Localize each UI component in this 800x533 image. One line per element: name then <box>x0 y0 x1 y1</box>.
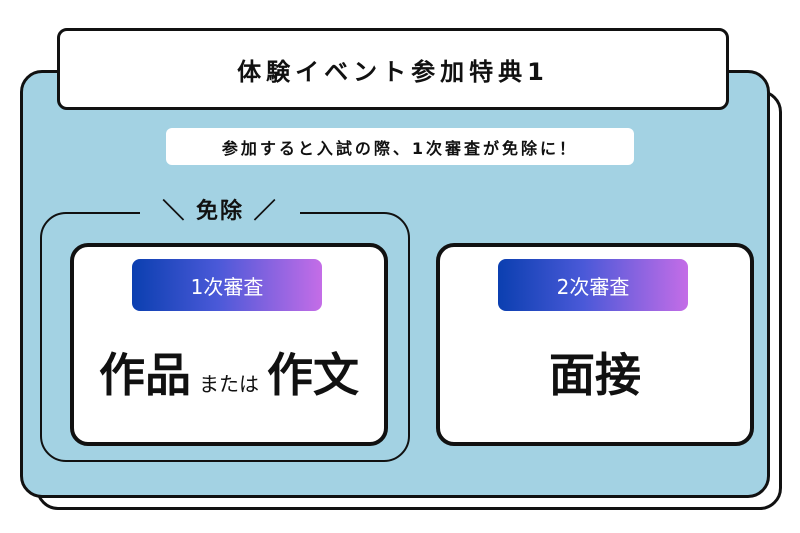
work-label: 作品 <box>99 348 191 402</box>
exemption-label: ＼ 免除 ／ <box>140 192 300 226</box>
first-screening-content: 作品 または 作文 <box>74 339 384 405</box>
title-box: 体験イベント参加特典1 <box>57 28 729 110</box>
page-title: 体験イベント参加特典1 <box>237 57 549 86</box>
interview-label: 面接 <box>549 348 641 402</box>
second-screening-badge: 2次審査 <box>498 259 688 311</box>
or-connector: または <box>199 372 259 396</box>
subtitle-text: 参加すると入試の際、1次審査が免除に！ <box>221 138 579 158</box>
second-screening-card: 2次審査 面接 <box>436 243 754 446</box>
subtitle-box: 参加すると入試の際、1次審査が免除に！ <box>166 128 634 165</box>
first-screening-card: 1次審査 作品 または 作文 <box>70 243 388 446</box>
essay-label: 作文 <box>267 348 359 402</box>
first-screening-badge: 1次審査 <box>132 259 322 311</box>
second-screening-content: 面接 <box>440 339 750 405</box>
